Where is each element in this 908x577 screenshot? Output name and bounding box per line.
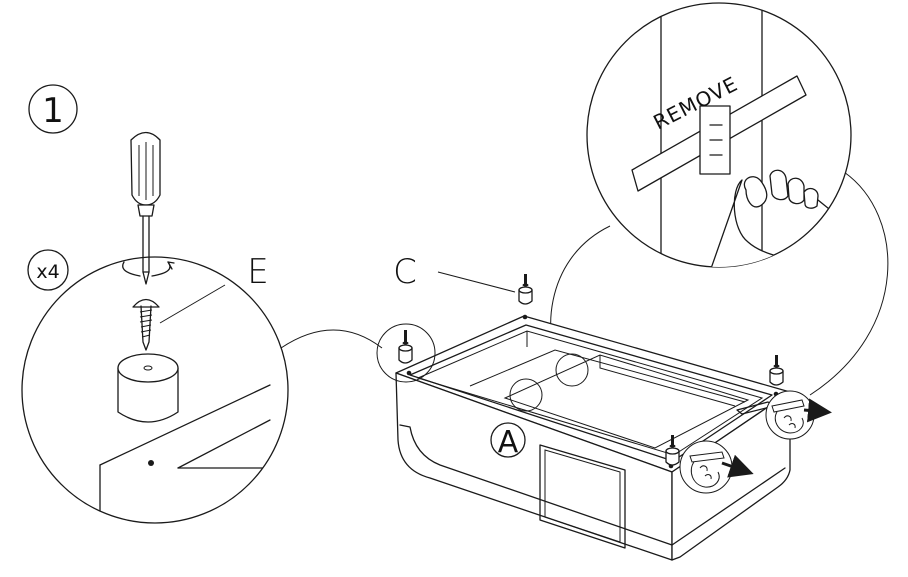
quantity-label: x4: [36, 261, 59, 283]
detail-callout-screw: [21, 256, 289, 524]
connector-line-top-right: [809, 171, 889, 396]
foot-pad-icon: [518, 274, 533, 305]
arrow-icon: [721, 454, 754, 478]
screw-icon: [132, 298, 160, 351]
part-label-a: A: [490, 422, 526, 460]
quantity-badge: x4: [27, 249, 69, 291]
detail-circle-mid-2: [509, 378, 543, 412]
foot-pad-icon: [769, 355, 784, 386]
detail-circle-left: [376, 323, 436, 383]
foot-pad-icon: [398, 330, 413, 364]
hand-icon: [699, 169, 851, 267]
leader-line-e: [159, 284, 226, 324]
step-number: 1: [28, 84, 78, 134]
foot-pad-icon: [665, 435, 680, 466]
detail-circle-right: [765, 390, 815, 440]
hand-icon: [771, 399, 805, 434]
leader-line-c: [437, 271, 516, 293]
part-label-e: E: [247, 252, 268, 292]
hand-icon: [689, 451, 725, 488]
screwdriver-icon: [122, 131, 175, 285]
drawer-box: [395, 314, 791, 561]
detail-circle-mid-1: [555, 353, 589, 387]
connector-line-left: [280, 329, 383, 349]
part-label-c: C: [393, 252, 417, 292]
arrow-icon: [803, 398, 832, 423]
svg-text:A: A: [498, 425, 519, 460]
foot-pad-icon: [117, 353, 179, 423]
detail-callout-remove: REMOVE: [586, 2, 852, 268]
step-number-text: 1: [42, 91, 64, 131]
